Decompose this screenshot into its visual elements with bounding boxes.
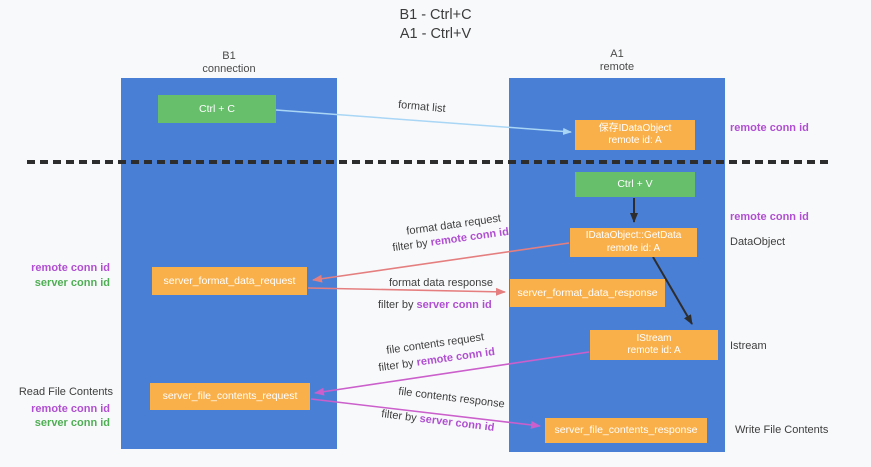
saved-idataobject-line1: 保存IDataObject xyxy=(598,122,672,134)
column-header-b1: B1 connection xyxy=(121,50,337,76)
server-format-data-response-node: server_format_data_response xyxy=(510,279,665,307)
server-file-contents-response-node: server_file_contents_response xyxy=(545,418,707,443)
column-b1-role: connection xyxy=(202,63,256,75)
remote-conn-id-top-right-label: remote conn id xyxy=(730,122,809,134)
ctrl-c-node: Ctrl + C xyxy=(158,95,276,123)
format-data-response-label: format data response xyxy=(389,277,493,289)
column-b1-name: B1 xyxy=(222,50,236,62)
remote-conn-id-bottom-left-label: remote conn id xyxy=(31,403,110,415)
title-line-1: B1 - Ctrl+C xyxy=(399,7,472,23)
column-a1-role: remote xyxy=(599,61,635,73)
ctrl-v-label: Ctrl + V xyxy=(617,178,653,191)
column-a1-name: A1 xyxy=(610,48,624,60)
remote-conn-id-mid-right-label: remote conn id xyxy=(730,211,809,223)
diagram-title: B1 - Ctrl+C A1 - Ctrl+V xyxy=(0,6,871,44)
istream-line2: remote id: A xyxy=(627,345,681,356)
server-file-contents-request-node: server_file_contents_request xyxy=(150,383,310,410)
ctrl-v-node: Ctrl + V xyxy=(575,172,695,197)
write-file-contents-label: Write File Contents xyxy=(735,424,829,436)
session-separator-dashed-line xyxy=(27,160,830,164)
column-header-a1: A1 remote xyxy=(509,48,725,74)
server-format-data-response-label: server_format_data_response xyxy=(517,286,658,299)
server-format-data-request-label: server_format_data_request xyxy=(163,274,296,287)
istream-node: IStream remote id: A xyxy=(590,330,718,360)
format-data-response-filter-label: filter by server conn id xyxy=(378,299,492,311)
title-line-2: A1 - Ctrl+V xyxy=(399,26,472,42)
saved-idataobject-line2: remote id: A xyxy=(608,135,662,146)
file-contents-response-filter-label: filter by server conn id xyxy=(381,408,495,434)
server-file-contents-response-label: server_file_contents_response xyxy=(554,424,698,437)
server-conn-id-text: server conn id xyxy=(416,299,492,311)
getdata-line1: IDataObject::GetData xyxy=(585,230,682,241)
server-conn-id-text: server conn id xyxy=(418,412,496,434)
dataobject-label: DataObject xyxy=(730,236,786,248)
filter-by-text: filter by xyxy=(378,299,414,311)
ctrl-c-label: Ctrl + C xyxy=(199,102,235,115)
read-file-contents-label: Read File Contents xyxy=(18,386,113,398)
server-format-data-request-node: server_format_data_request xyxy=(152,267,307,295)
istream-side-label: Istream xyxy=(730,340,767,352)
filter-by-text: filter by xyxy=(380,408,418,425)
format-list-label: format list xyxy=(397,98,447,116)
remote-conn-id-left-label: remote conn id xyxy=(31,262,110,274)
filter-by-text: filter by xyxy=(377,357,415,375)
filter-by-text: filter by xyxy=(391,237,429,255)
saved-idataobject-node: 保存IDataObject remote id: A xyxy=(575,120,695,150)
server-conn-id-left-label: server conn id xyxy=(34,277,110,289)
getdata-line2: remote id: A xyxy=(606,242,661,254)
istream-line1: IStream xyxy=(636,332,672,344)
server-conn-id-bottom-left-label: server conn id xyxy=(34,417,110,429)
server-file-contents-request-label: server_file_contents_request xyxy=(162,390,298,403)
idataobject-getdata-node: IDataObject::GetData remote id: A xyxy=(570,228,697,257)
file-contents-response-label: file contents response xyxy=(397,385,506,411)
